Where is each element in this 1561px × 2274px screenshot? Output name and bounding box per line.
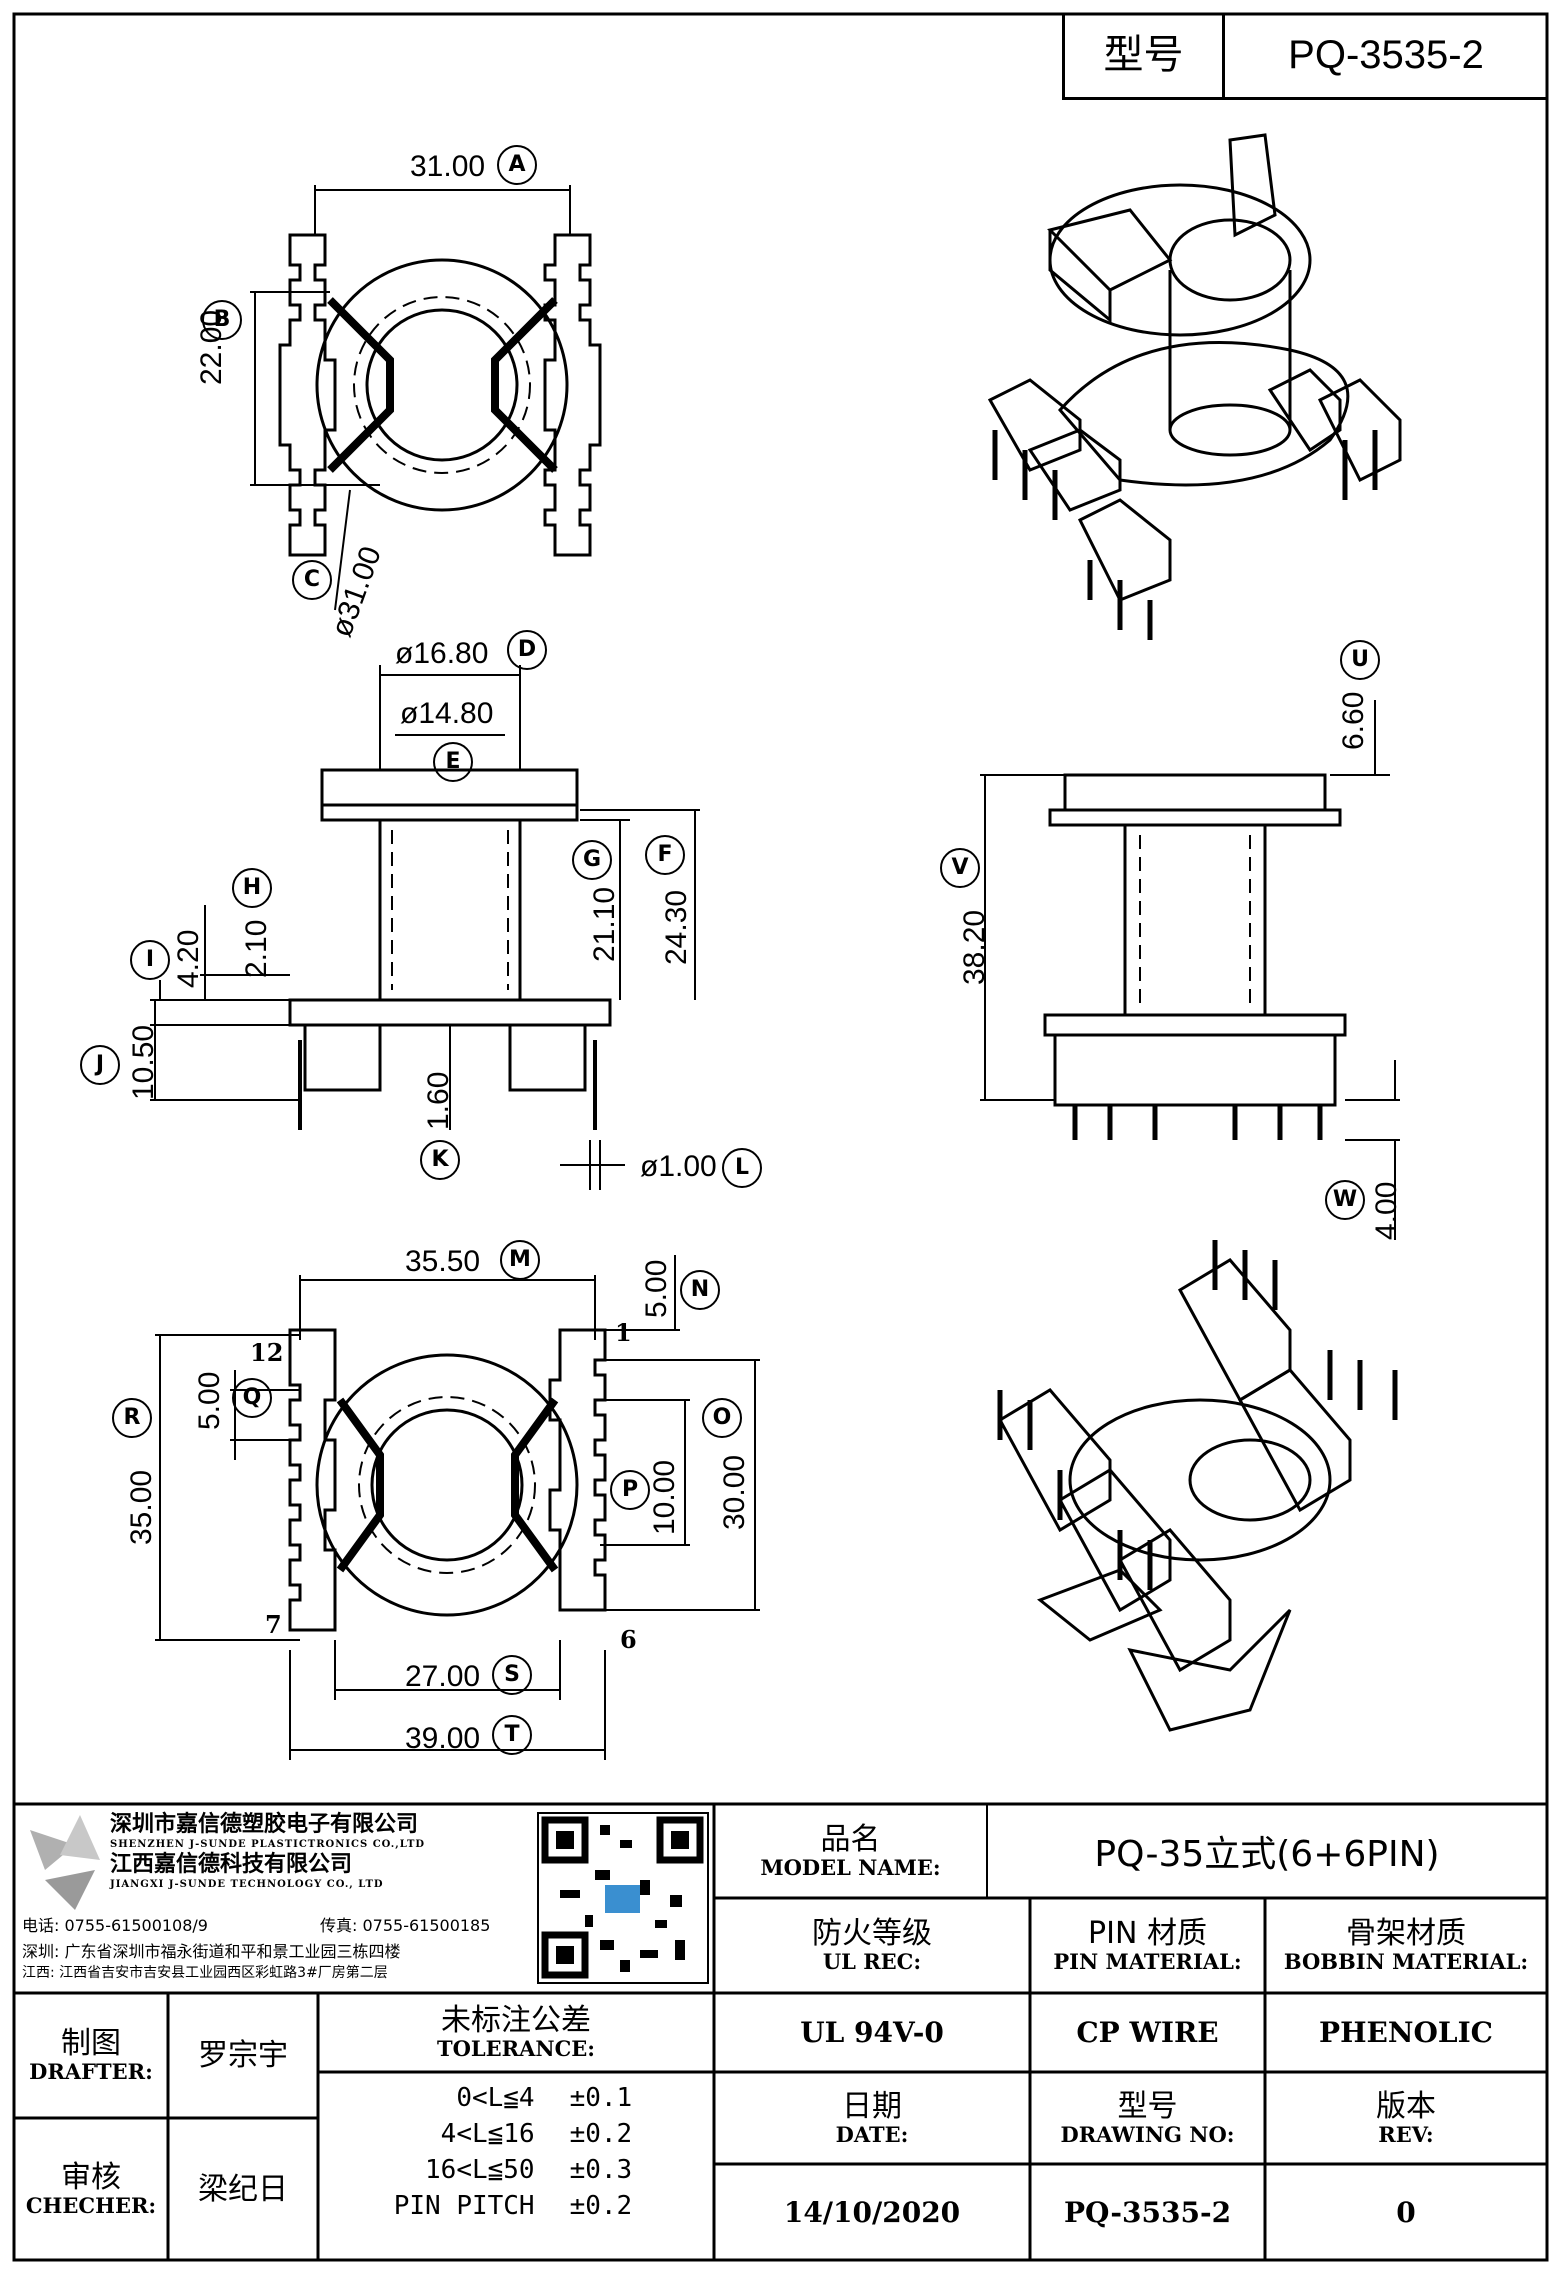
drawing-no-label: 型号 DRAWING NO: [1060,2088,1235,2147]
tolerance-label: 未标注公差 TOLERANCE: [436,2003,596,2062]
pin-1-label: 1 [615,1318,632,1347]
company-fax: 传真: 0755-61500185 [320,1916,491,1935]
pin-material-value: CP WIRE [1076,2016,1219,2049]
dim-V-callout: V [940,848,980,888]
rev-value: 0 [1396,2195,1416,2229]
dim-K-callout: K [420,1140,460,1180]
drafter-label: 制图 DRAFTER: [29,2026,153,2085]
dim-W-value: 4.00 [1370,1181,1403,1240]
company-address-sz: 深圳: 广东省深圳市福永街道和平和景工业园三栋四楼 [22,1942,401,1961]
checker-value: 梁纪日 [198,2171,288,2207]
side-view-2-dim-lines [980,700,1400,1240]
dim-S-callout: S [492,1655,532,1695]
dim-K-value: 1.60 [422,1071,455,1130]
dim-D-value: ø16.80 [395,637,489,670]
dim-N-value: 5.00 [640,1259,673,1318]
iso-view-top [987,133,1402,640]
company2-name-en: JIANGXI J-SUNDE TECHNOLOGY CO., LTD [110,1879,384,1890]
company-tel: 电话: 0755-61500108/9 [22,1916,208,1935]
tolerance-row: PIN PITCH ±0.2 [393,2191,633,2221]
drawing-no-value: PQ-3535-2 [1063,2195,1232,2229]
iso-view-bottom [997,1240,1398,1732]
dim-U-callout: U [1340,640,1380,680]
pin-7-label: 7 [265,1610,282,1639]
dim-V-value: 38.20 [958,909,991,985]
tolerance-table: 0<L≦4 ±0.1 4<L≦16 ±0.2 16<L≦50 ±0.3 PIN … [318,2080,714,2224]
company-logo [30,1815,100,1910]
dim-H-value: 2.10 [240,919,273,978]
dim-J-value: 10.50 [127,1024,160,1100]
dim-A-callout: A [497,145,537,185]
tolerance-row: 0<L≦4 ±0.1 [456,2083,633,2113]
dim-F-callout: F [645,835,685,875]
model-header-value: PQ-3535-2 [1288,33,1484,77]
side-view-2 [1043,773,1347,1140]
dim-U-value: 6.60 [1337,691,1370,750]
dim-H-callout: H [232,868,272,908]
dim-Q-value: 5.00 [193,1371,226,1430]
ul-rec-label: 防火等级 UL REC: [812,1916,932,1975]
dim-N-callout: N [680,1270,720,1310]
dim-P-callout: P [610,1470,650,1510]
dim-E-value: ø14.80 [400,697,494,730]
company-address-jx: 江西: 江西省吉安市吉安县工业园西区彩虹路3#厂房第二层 [22,1965,388,1981]
dim-I-callout: I [130,940,170,980]
drawing-border [12,12,1549,2262]
dim-T-callout: T [492,1715,532,1755]
pin-material-label: PIN 材质 PIN MATERIAL: [1053,1916,1242,1975]
checker-label: 审核 CHECHER: [25,2159,157,2218]
date-label: 日期 DATE: [835,2088,909,2147]
pin-6-label: 6 [620,1625,637,1654]
dim-M-value: 35.50 [405,1245,481,1278]
dim-W-callout: W [1325,1180,1365,1220]
dim-O-value: 30.00 [718,1454,751,1530]
bobbin-material-value: PHENOLIC [1319,2016,1493,2049]
dim-J-callout: J [80,1045,120,1085]
dim-F-value: 24.30 [660,889,693,965]
title-block-grid [14,1802,1547,2260]
model-name-label: 品名 MODEL NAME: [760,1821,941,1880]
dim-L-value: ø1.00 [640,1150,717,1183]
dim-C-callout: C [292,560,332,600]
dim-A-value: 31.00 [410,150,486,183]
bottom-view-dim-lines [155,1255,760,1760]
dim-G-value: 21.10 [588,886,621,962]
dim-T-value: 39.00 [405,1722,481,1755]
qr-code [537,1812,709,1984]
dim-E-callout: E [433,742,473,782]
dim-Q-callout: Q [232,1378,272,1418]
side-view-dim-lines [150,665,700,1190]
company-name-cn: 深圳市嘉信德塑胶电子有限公司 [110,1812,419,1837]
date-value: 14/10/2020 [783,2195,961,2229]
model-header-box: 型号 PQ-3535-2 [1062,14,1547,100]
dim-L-callout: L [722,1148,762,1188]
pin-12-label: 12 [250,1338,284,1367]
bobbin-material-label: 骨架材质 BOBBIN MATERIAL: [1283,1916,1529,1975]
dim-G-callout: G [572,840,612,880]
ul-rec-value: UL 94V-0 [800,2016,944,2049]
dim-B-callout: B [202,300,242,340]
model-name-value: PQ-35立式(6+6PIN) [1094,1834,1440,1875]
dim-R-value: 35.00 [125,1469,158,1545]
tolerance-row: 4<L≦16 ±0.2 [440,2119,633,2149]
bottom-view [288,1328,607,1632]
rev-label: 版本 REV: [1376,2088,1436,2147]
dim-P-value: 10.00 [648,1459,681,1535]
dim-S-value: 27.00 [405,1660,481,1693]
dim-I-value: 4.20 [172,929,205,988]
dim-M-callout: M [500,1240,540,1280]
top-view-dim-lines [250,185,571,611]
top-view [278,233,602,557]
tolerance-row: 16<L≦50 ±0.3 [425,2155,633,2185]
dim-R-callout: R [112,1398,152,1438]
company-info: 深圳市嘉信德塑胶电子有限公司 SHENZHEN J-SUNDE PLASTICT… [110,1812,535,1892]
drafter-value: 罗宗宇 [198,2038,288,2073]
dim-D-callout: D [507,630,547,670]
model-header-label: 型号 [1065,14,1225,97]
dim-O-callout: O [702,1398,742,1438]
company-name-en: SHENZHEN J-SUNDE PLASTICTRONICS CO.,LTD [110,1839,426,1850]
company2-name-cn: 江西嘉信德科技有限公司 [110,1852,353,1877]
